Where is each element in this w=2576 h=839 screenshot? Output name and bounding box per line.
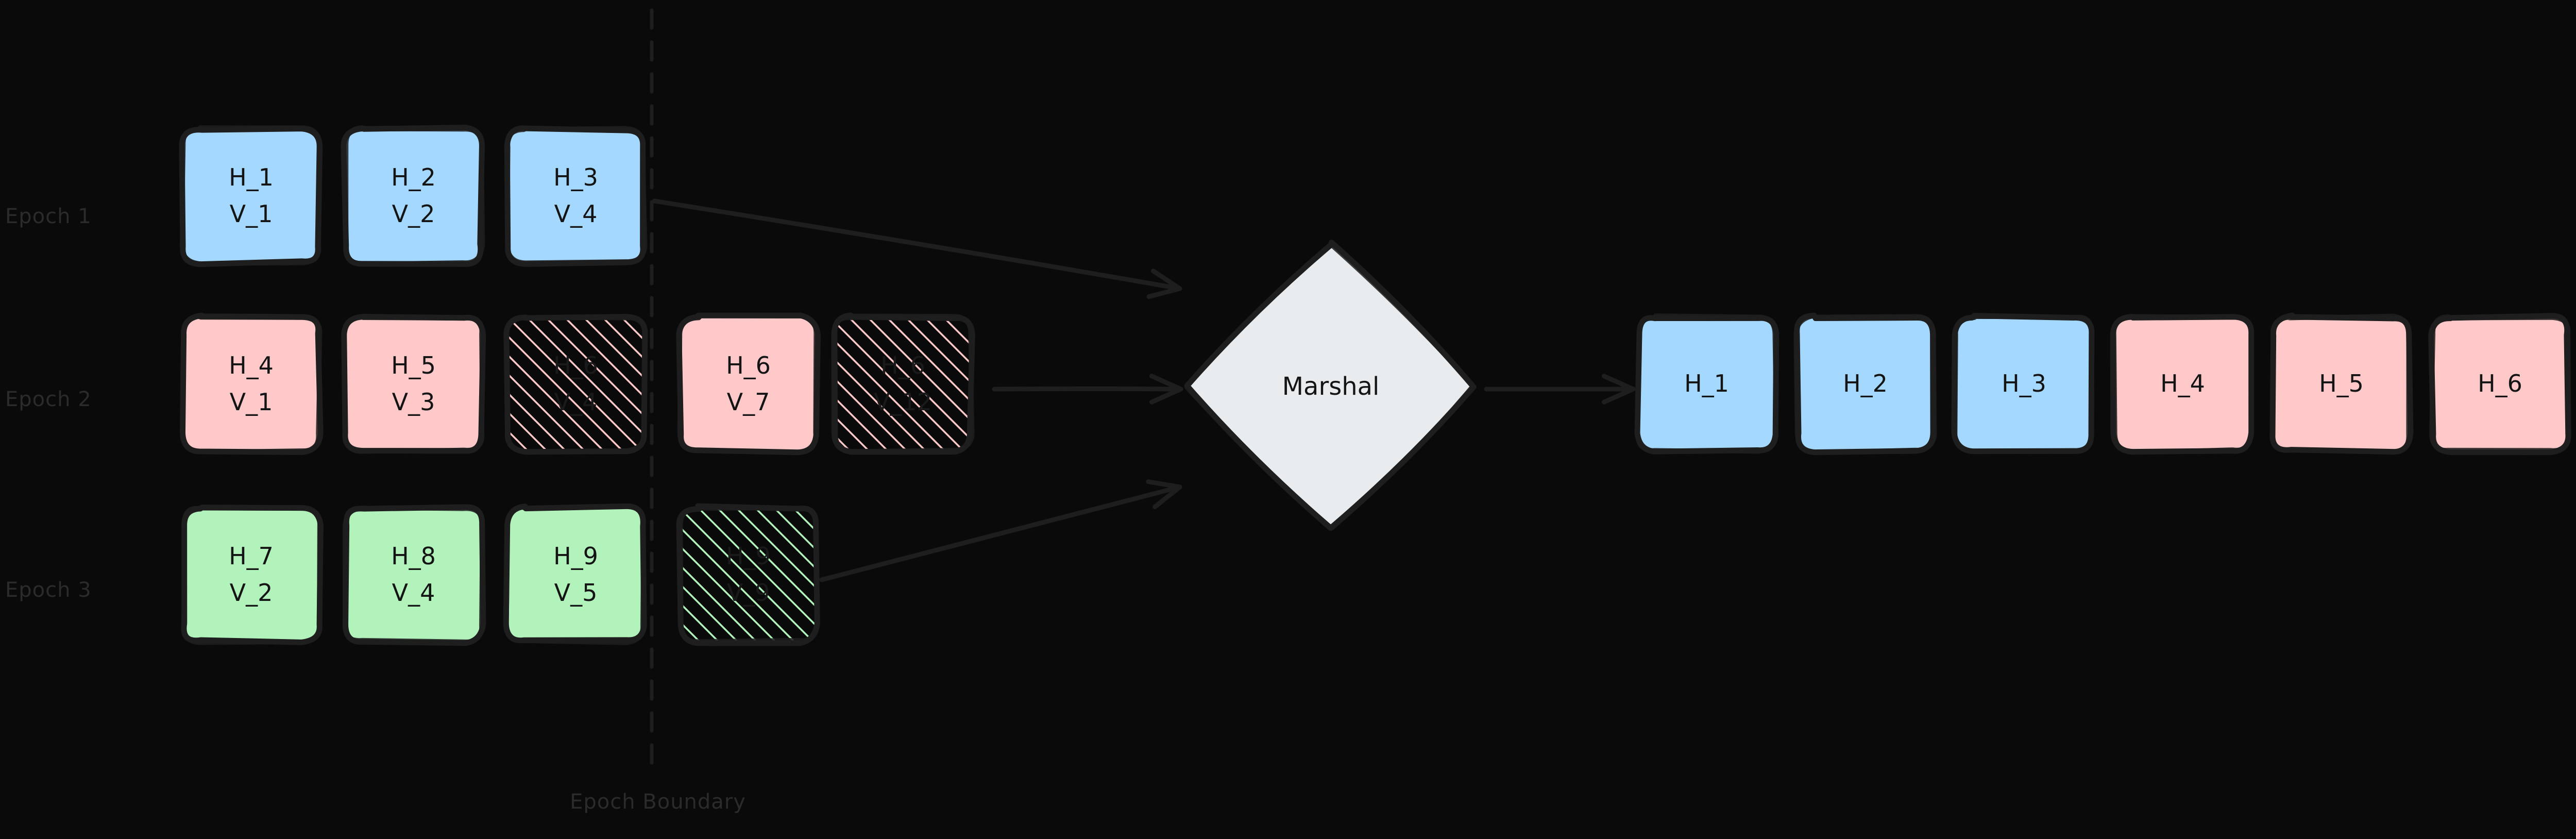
epoch3-node-3-outline xyxy=(504,504,646,645)
marshal-diamond-outline xyxy=(1184,241,1475,530)
epoch1-to-marshal-head xyxy=(1146,286,1182,299)
epoch3-node-4-fill xyxy=(679,507,818,642)
epoch1-node-2-outline xyxy=(344,125,485,266)
epoch2-node-3-fill xyxy=(506,316,645,452)
output-node-6-fill xyxy=(2431,316,2568,451)
marshal-diamond-fill xyxy=(1188,243,1473,529)
output-node-2-outline xyxy=(1793,314,1937,455)
output-node-5-fill xyxy=(2273,316,2410,452)
epoch-row-label-3: Epoch 3 xyxy=(5,578,92,602)
epoch3-node-1-fill xyxy=(182,507,320,642)
epoch2-node-4-outline xyxy=(677,314,818,455)
epoch1-node-2-fill xyxy=(345,128,483,264)
marshal-node[interactable] xyxy=(1184,240,1477,531)
epoch2-node-3[interactable] xyxy=(503,314,648,455)
output-node-3-fill xyxy=(1955,317,2093,451)
epoch1-node-1-fill xyxy=(182,128,319,264)
epoch3-node-3[interactable] xyxy=(503,503,647,645)
output-node-1[interactable] xyxy=(1634,313,1780,455)
marshal-to-output-head xyxy=(1601,387,1636,405)
epoch2-node-5[interactable] xyxy=(831,312,975,455)
epoch2-node-4-fill xyxy=(680,316,817,451)
epoch3-to-marshal-head xyxy=(1153,484,1182,510)
epoch2-to-marshal-head xyxy=(1149,387,1183,405)
output-node-4-outline xyxy=(2112,313,2254,455)
epoch3-to-marshal-head xyxy=(1146,479,1182,490)
output-node-5-outline xyxy=(2270,313,2411,455)
output-node-4-fill xyxy=(2113,316,2251,452)
output-node-6-outline xyxy=(2429,314,2571,452)
output-node-1-outline xyxy=(1635,313,1778,454)
epoch1-node-3[interactable] xyxy=(504,125,648,267)
epoch2-to-marshal-head xyxy=(1149,374,1183,392)
epoch1-node-1-outline xyxy=(179,125,323,266)
epoch2-node-2-fill xyxy=(344,316,481,452)
epoch2-node-1-outline xyxy=(181,313,323,455)
epoch-boundary-label: Epoch Boundary xyxy=(570,790,746,814)
output-node-4[interactable] xyxy=(2110,313,2255,455)
epoch3-node-4-outline xyxy=(679,506,820,644)
output-node-5[interactable] xyxy=(2269,312,2414,455)
output-node-6[interactable] xyxy=(2428,313,2571,456)
output-node-3-outline xyxy=(1953,314,2094,454)
epoch3-node-2-outline xyxy=(342,506,485,644)
epoch3-to-marshal xyxy=(819,484,1182,582)
epoch3-node-1-outline xyxy=(181,506,321,645)
epoch2-node-3-outline xyxy=(505,315,647,455)
epoch2-node-1[interactable] xyxy=(179,312,324,455)
epoch1-to-marshal xyxy=(652,198,1182,291)
epoch2-node-5-fill xyxy=(834,316,971,451)
epoch2-node-4[interactable] xyxy=(676,312,821,456)
epoch1-node-3-outline xyxy=(505,126,648,265)
output-node-1-fill xyxy=(1637,316,1774,451)
epoch3-node-4[interactable] xyxy=(676,503,820,646)
epoch1-node-3-fill xyxy=(507,128,643,264)
epoch3-node-1[interactable] xyxy=(181,505,324,645)
output-node-3[interactable] xyxy=(1951,313,2095,455)
output-node-2-fill xyxy=(1796,316,1934,451)
marshal-to-output-head xyxy=(1601,374,1636,392)
epoch3-node-2[interactable] xyxy=(342,504,486,646)
epoch-row-label-2: Epoch 2 xyxy=(5,388,92,411)
epoch-row-label-1: Epoch 1 xyxy=(5,205,92,228)
epoch2-node-1-fill xyxy=(182,316,320,451)
output-node-2[interactable] xyxy=(1793,312,1937,456)
epoch1-node-1[interactable] xyxy=(179,125,323,267)
epoch1-to-marshal-head xyxy=(1150,269,1182,291)
epoch2-node-2-outline xyxy=(342,314,485,454)
epoch2-node-2[interactable] xyxy=(341,314,486,454)
epoch3-node-2-fill xyxy=(345,507,482,642)
epoch3-node-3-fill xyxy=(506,507,645,643)
epoch1-node-2[interactable] xyxy=(341,124,485,267)
epoch2-node-5-outline xyxy=(831,313,975,454)
